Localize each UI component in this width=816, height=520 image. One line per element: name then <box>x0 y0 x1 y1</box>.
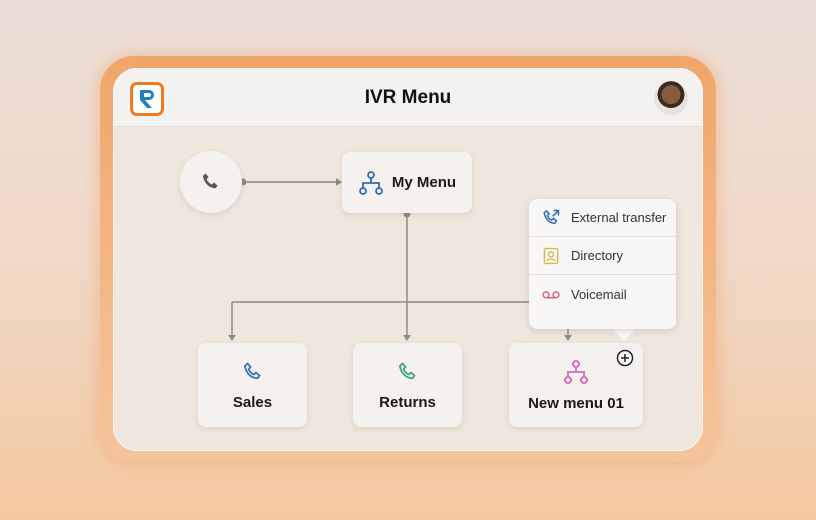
arrow-head <box>564 335 572 341</box>
logo[interactable] <box>130 82 164 116</box>
menu-item-label: Directory <box>571 248 624 263</box>
avatar[interactable] <box>654 81 688 115</box>
menu-item-voicemail[interactable]: Voicemail <box>529 275 676 313</box>
arrow-head <box>336 178 342 186</box>
menu-item-label: Voicemail <box>571 286 627 302</box>
menu-item-label: External transfer <box>571 210 667 225</box>
node-label: New menu 01 <box>528 394 624 412</box>
node-label: Returns <box>379 393 436 411</box>
node-label: My Menu <box>391 174 457 191</box>
voicemail-icon <box>542 291 560 299</box>
node-label: Sales <box>232 393 273 411</box>
menu-tree-icon <box>359 170 383 195</box>
returns-node[interactable]: Returns <box>353 343 462 427</box>
arrow-head <box>228 335 236 341</box>
phone-icon <box>243 361 261 379</box>
my-menu-node[interactable]: My Menu <box>342 152 472 213</box>
logo-r-icon <box>140 90 154 108</box>
menu-item-external-transfer[interactable]: External transfer <box>529 199 676 237</box>
add-node-button[interactable] <box>616 349 634 367</box>
incoming-call-node[interactable] <box>180 151 242 213</box>
phone-forward-icon <box>543 209 560 224</box>
menu-tree-icon <box>564 359 588 384</box>
header: IVR Menu <box>113 68 703 127</box>
sales-node[interactable]: Sales <box>198 343 307 427</box>
arrow-head <box>403 335 411 341</box>
page-title: IVR Menu <box>364 87 452 108</box>
add-node-popover: External transfer Directory Voicemail <box>529 199 676 329</box>
phone-icon <box>202 173 218 189</box>
contact-icon <box>543 247 559 264</box>
menu-item-directory[interactable]: Directory <box>529 237 676 275</box>
phone-icon <box>398 361 416 379</box>
